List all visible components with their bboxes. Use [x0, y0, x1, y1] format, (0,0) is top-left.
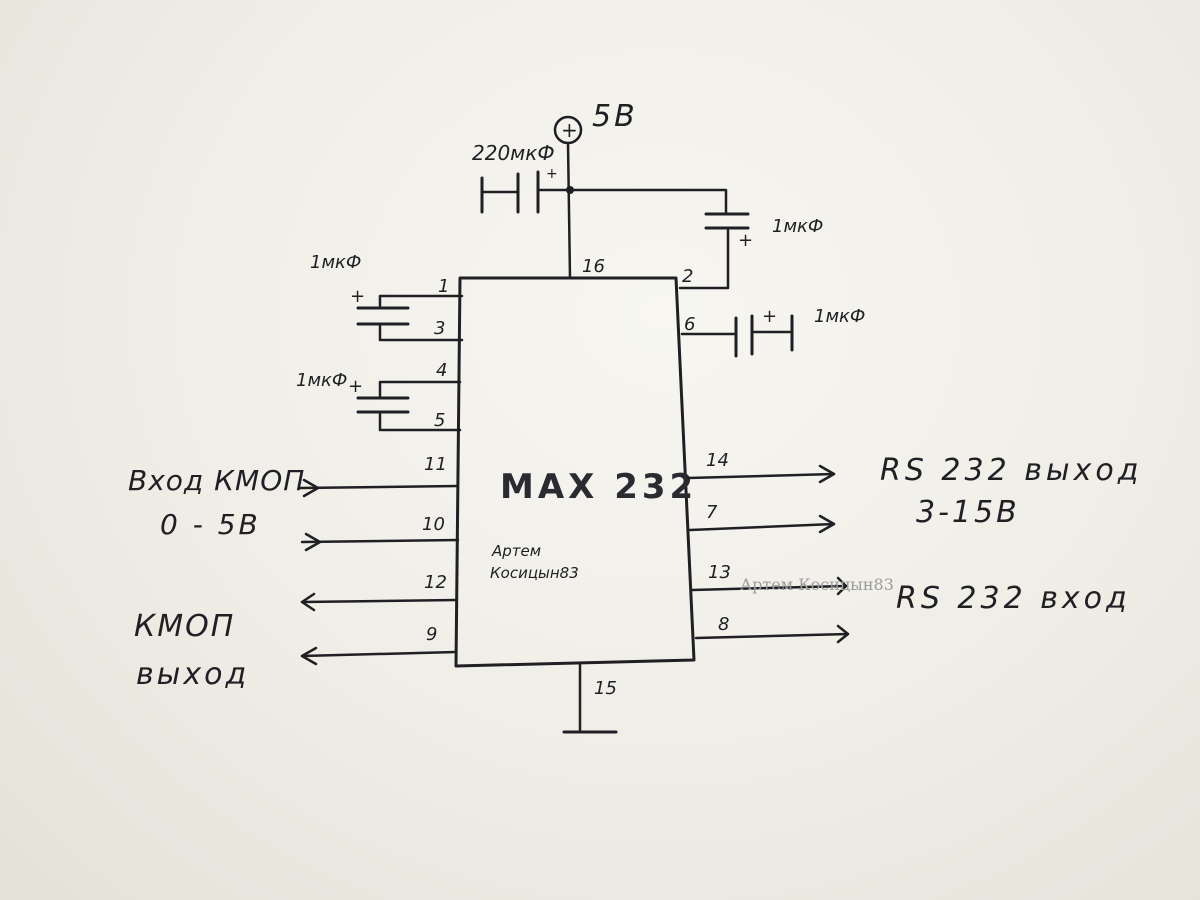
- bulk-cap-label: 220мкФ: [472, 141, 555, 165]
- pin-14-wire: [686, 472, 836, 480]
- pin-11-label: 11: [424, 454, 447, 475]
- rs232-output-lines: 14 7: [686, 450, 836, 534]
- bulk-capacitor: + 220мкФ: [472, 141, 572, 214]
- c2-label: 1мкФ: [296, 370, 347, 391]
- vminus-polarity: +: [762, 306, 777, 327]
- pin-13-wire: [690, 584, 848, 592]
- c1-capacitor: + 1мкФ 1 3: [310, 252, 464, 342]
- cmos-output-label-line1: КМОП: [134, 609, 235, 644]
- pin-10-arrow: [304, 532, 322, 552]
- pin-11-wire: [298, 484, 460, 490]
- pin-10-wire: [300, 538, 460, 544]
- chip-name: MAX 232: [500, 467, 697, 507]
- cmos-input-label-line2: 0 - 5В: [160, 508, 261, 541]
- ground-symbol: 15: [562, 662, 618, 734]
- vminus-capacitor: + 1мкФ 6: [680, 306, 865, 358]
- pin-2-label: 2: [682, 266, 693, 287]
- chip-author-line1: Артем: [491, 542, 541, 560]
- pin-9-wire: [300, 650, 458, 658]
- vplus-capacitor: + 1мкФ: [568, 188, 823, 290]
- supply-symbol: + 5В: [553, 99, 638, 145]
- cmos-input-lines: 11 10: [298, 454, 460, 552]
- bulk-cap-polarity: +: [546, 166, 558, 182]
- pin-16-label: 16: [582, 256, 605, 277]
- watermark: Артем Косицын83: [740, 575, 894, 594]
- rs232-output-label-line1: RS 232 выход: [880, 453, 1142, 488]
- cmos-output-lines: 12 9: [300, 572, 458, 666]
- c2-lead-pin5: [378, 412, 462, 432]
- pin-13-arrow: [836, 576, 848, 596]
- c1-label: 1мкФ: [310, 252, 361, 273]
- rs232-input-label: RS 232 вход: [896, 581, 1131, 616]
- pin-14-label: 14: [706, 450, 729, 471]
- rs232-output-label-line2: 3-15В: [916, 495, 1020, 530]
- cmos-output-label-line2: выход: [136, 657, 249, 692]
- pin-12-wire: [300, 598, 458, 604]
- c2-lead-pin4: [378, 380, 462, 398]
- pin-6-label: 6: [684, 314, 695, 335]
- pin-15-label: 15: [594, 678, 617, 699]
- pin-1-label: 1: [438, 276, 449, 297]
- pin-7-arrow: [818, 514, 836, 534]
- pin-8-wire: [694, 632, 850, 640]
- pin-12-arrow: [300, 592, 316, 612]
- rs232-input-lines: 13 8: [690, 562, 850, 644]
- vplus-cap-bottom-lead: [678, 228, 730, 290]
- pin-13-label: 13: [708, 562, 731, 583]
- max232-chip: MAX 232 Артем Косицын83: [454, 276, 697, 668]
- vplus-cap-polarity: +: [738, 230, 753, 251]
- pin-7-label: 7: [706, 502, 718, 523]
- pin-8-label: 8: [718, 614, 729, 635]
- pin-8-arrow: [836, 624, 850, 644]
- pin-4-label: 4: [436, 360, 447, 381]
- pin-11-arrow: [302, 478, 320, 498]
- pin-7-wire: [688, 522, 836, 532]
- chip-body: [454, 276, 696, 668]
- c1-lead-pin3: [378, 324, 464, 342]
- vplus-cap-top-lead: [568, 188, 728, 214]
- pin-3-label: 3: [434, 318, 445, 339]
- vcc-rail: [566, 141, 572, 280]
- c2-capacitor: + 1мкФ 4 5: [296, 360, 462, 432]
- pin-14-arrow: [818, 464, 836, 484]
- supply-plus-sign: +: [561, 118, 578, 142]
- pin-5-label: 5: [434, 410, 445, 431]
- pin-9-label: 9: [426, 624, 437, 645]
- vplus-cap-label: 1мкФ: [772, 216, 823, 237]
- supply-voltage-label: 5В: [592, 99, 638, 134]
- cmos-input-label-line1: Вход КМОП: [128, 464, 305, 497]
- c1-lead-pin1: [378, 294, 464, 308]
- pin-12-label: 12: [424, 572, 447, 593]
- pin-10-label: 10: [422, 514, 445, 535]
- vminus-label: 1мкФ: [814, 306, 865, 327]
- c1-polarity: +: [350, 286, 365, 307]
- chip-author-line2: Косицын83: [490, 564, 579, 582]
- pin-9-arrow: [300, 646, 318, 666]
- c2-polarity: +: [348, 376, 363, 397]
